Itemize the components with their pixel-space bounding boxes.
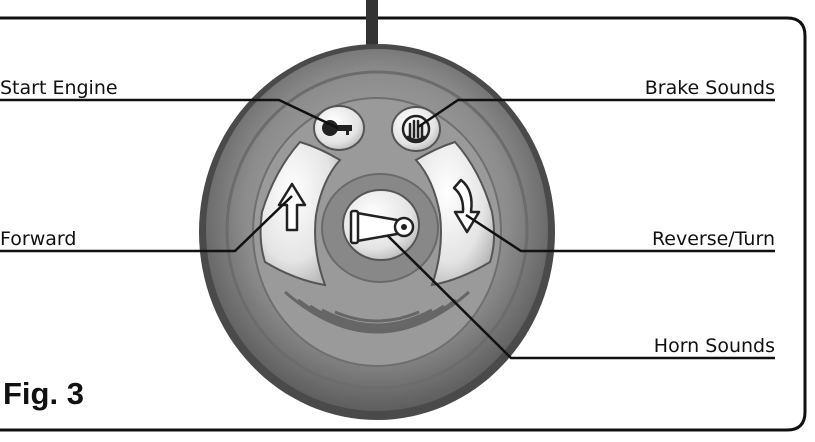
- horn-sounds-button[interactable]: [343, 190, 419, 260]
- figure-caption: Fig. 3: [3, 376, 84, 411]
- label-forward: Forward: [0, 228, 76, 250]
- label-reverse-turn: Reverse/Turn: [652, 228, 775, 250]
- label-start-engine: Start Engine: [0, 77, 118, 99]
- start-engine-button[interactable]: [314, 106, 364, 150]
- cord: [366, 0, 378, 46]
- label-brake-sounds: Brake Sounds: [645, 77, 775, 99]
- brake-sounds-button[interactable]: [392, 107, 440, 151]
- label-horn-sounds: Horn Sounds: [654, 335, 775, 357]
